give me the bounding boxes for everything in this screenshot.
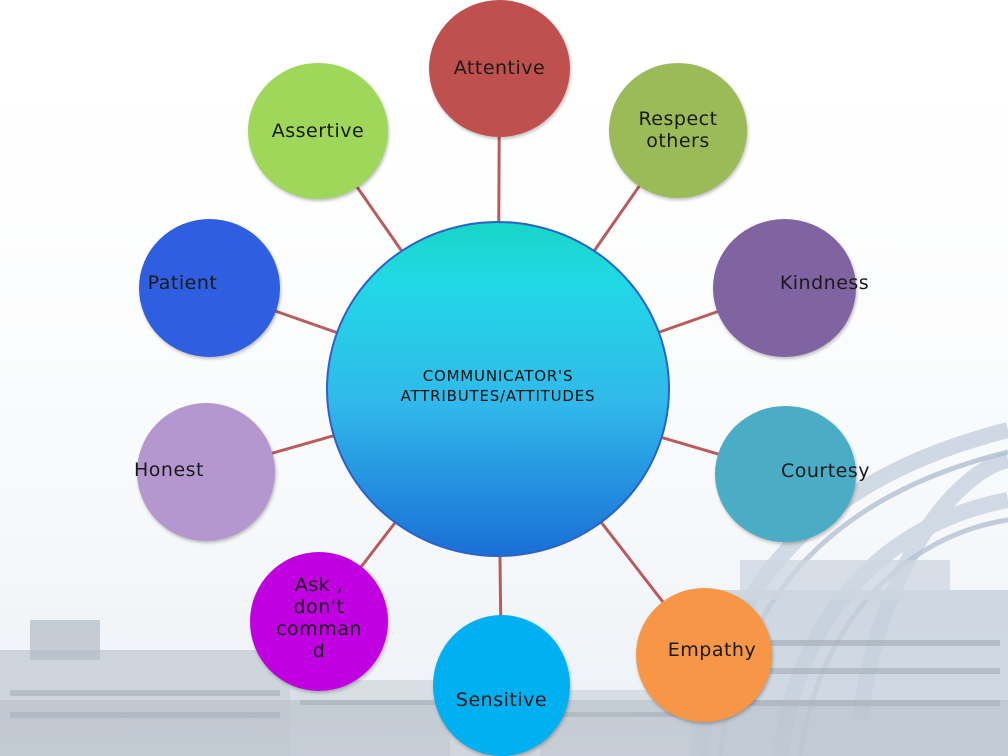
center-line-1: COMMUNICATOR'S: [422, 367, 574, 385]
node-attentive-label: Attentive: [453, 56, 546, 79]
node-patient-label: Patient: [147, 272, 218, 294]
center-node: COMMUNICATOR'S ATTRIBUTES/ATTITUDES: [326, 221, 670, 557]
node-patient: Patient: [139, 219, 280, 357]
node-empathy: Empathy: [636, 588, 772, 722]
connector-kindness: [655, 309, 720, 335]
node-sensitive-label: Sensitive: [455, 688, 548, 711]
node-courtesy-label: Courtesy: [780, 460, 871, 482]
node-assertive-label: Assertive: [271, 120, 365, 142]
connector-respect-others: [592, 184, 641, 252]
node-ask-dont-command: Ask , don't comman d: [250, 552, 388, 691]
connector-ask-dont-command: [358, 521, 397, 570]
ask-line-1: Ask ,: [294, 573, 344, 596]
connector-patient: [273, 309, 340, 335]
connector-empathy: [599, 520, 665, 604]
node-respect-others: Respect others: [609, 63, 747, 198]
node-ask-dont-command-label: Ask , don't comman d: [270, 574, 368, 662]
ask-line-3: comman: [276, 617, 362, 640]
node-kindness-label: Kindness: [779, 272, 870, 294]
node-courtesy: Courtesy: [715, 406, 870, 542]
node-attentive: Attentive: [429, 0, 570, 137]
node-sensitive: Sensitive: [433, 615, 570, 756]
center-line-2: ATTRIBUTES/ATTITUDES: [400, 387, 596, 405]
node-respect-others-label: Respect others: [632, 108, 723, 152]
connector-assertive: [355, 185, 404, 253]
node-assertive: Assertive: [248, 63, 388, 199]
connector-courtesy: [658, 435, 721, 457]
connector-honest: [270, 433, 337, 456]
ask-line-4: d: [312, 639, 326, 662]
respect-line-1: Respect: [638, 107, 718, 130]
node-kindness: Kindness: [713, 219, 869, 357]
ask-line-2: don't: [293, 595, 345, 618]
respect-line-2: others: [646, 129, 710, 152]
node-empathy-label: Empathy: [667, 639, 757, 661]
connector-sensitive: [498, 556, 503, 620]
node-honest-label: Honest: [134, 459, 204, 481]
center-node-label: COMMUNICATOR'S ATTRIBUTES/ATTITUDES: [401, 366, 596, 406]
node-honest: Honest: [134, 403, 275, 541]
